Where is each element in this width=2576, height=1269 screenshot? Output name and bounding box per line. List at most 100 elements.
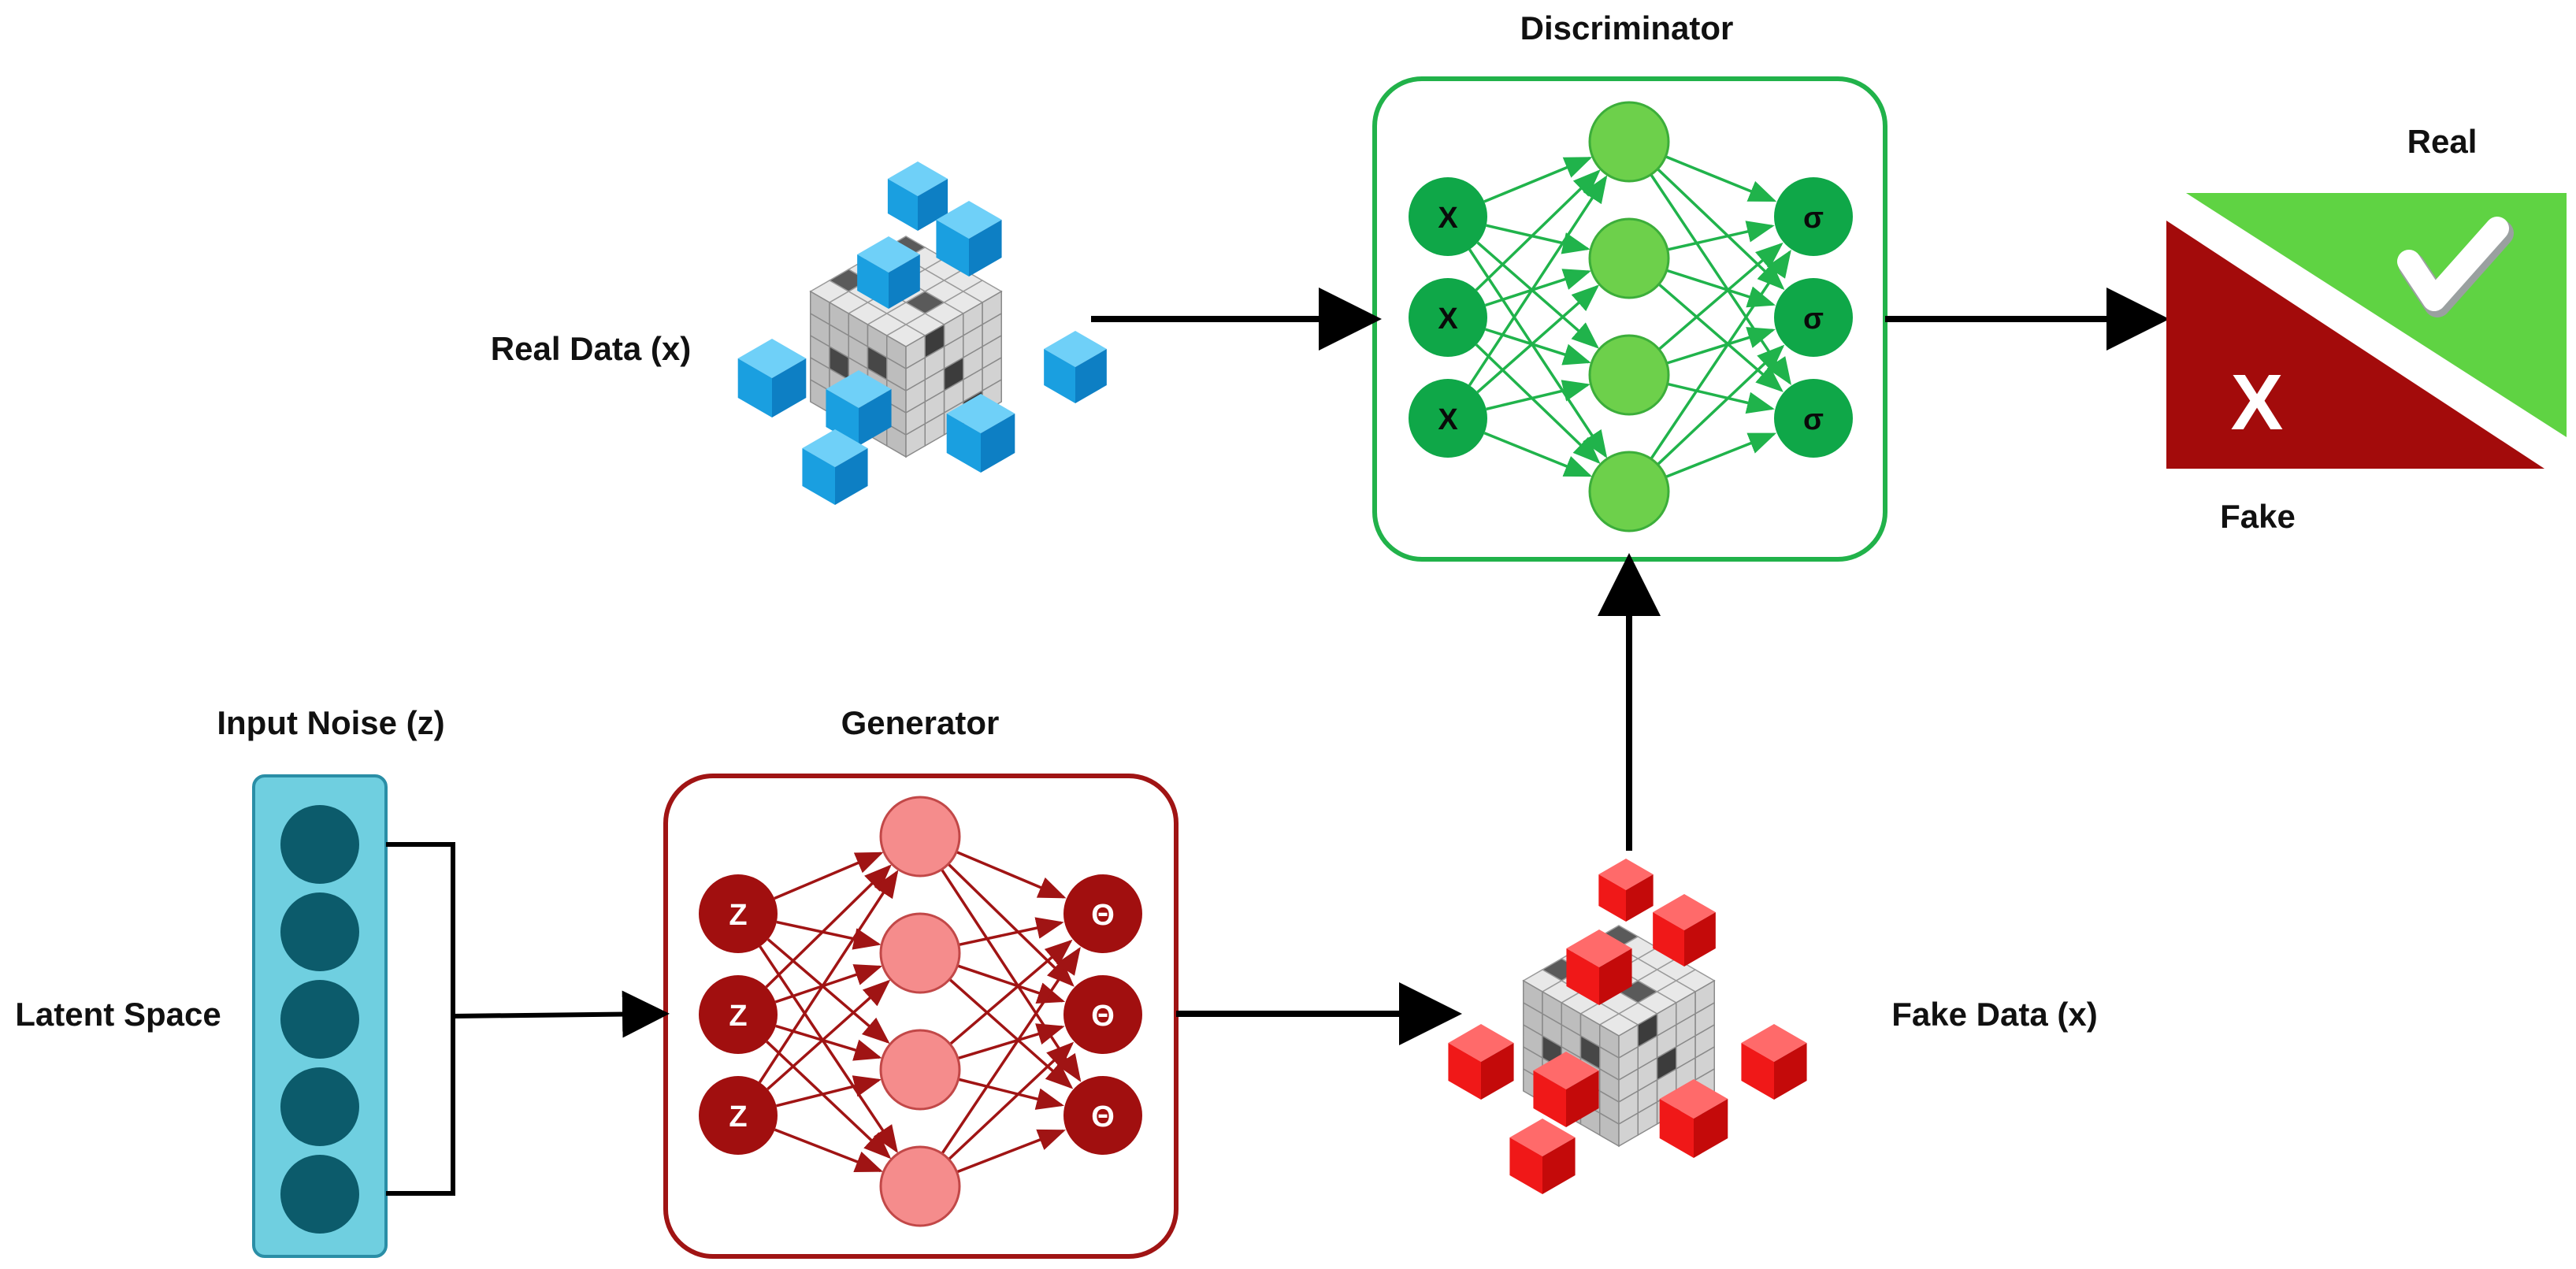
discriminator-output-node-label: σ (1803, 403, 1824, 436)
discriminator-edge (1475, 343, 1601, 465)
discriminator-output-node (1774, 379, 1853, 458)
discriminator-edge (1486, 224, 1591, 254)
generator-hidden-node (879, 796, 961, 878)
loose-cube (1044, 349, 1075, 403)
loose-cube (887, 179, 918, 231)
discriminator-input-node-label: X (1438, 302, 1458, 336)
loose-cube (1684, 912, 1716, 967)
discriminator-edge (1483, 432, 1593, 477)
generator-hidden-node (879, 1145, 961, 1227)
input-noise-label: Input Noise (z) (217, 704, 444, 741)
generator-edge (957, 1023, 1065, 1060)
generator-input-node (699, 1076, 778, 1155)
discriminator-input-node (1409, 379, 1487, 458)
loose-cube (1599, 948, 1632, 1005)
loose-cube (826, 370, 892, 408)
discriminator-edge (1657, 242, 1784, 351)
cube-cell (905, 422, 926, 458)
loose-cube (1542, 1137, 1576, 1194)
latent-space-label: Latent Space (15, 996, 221, 1033)
discriminator-input-node (1409, 278, 1487, 357)
generator-edge (956, 964, 1066, 1004)
generator-output-node (1063, 975, 1142, 1054)
real-data-cube-icon (737, 161, 1107, 505)
discriminator-edge (1484, 269, 1591, 307)
loose-cube (1509, 1137, 1542, 1194)
loose-cube (802, 448, 835, 505)
latent-node (280, 805, 359, 884)
generator-edge (774, 1128, 883, 1173)
loose-cube (857, 254, 889, 309)
generator-edge (948, 939, 1073, 1045)
latent-to-generator-arrow (452, 990, 670, 1038)
discriminator-edge (1657, 283, 1784, 392)
generator-output-node (1063, 1076, 1142, 1155)
generator-edge (766, 938, 890, 1045)
discriminator-output-node-label: σ (1803, 202, 1824, 235)
discriminator-edge (1665, 432, 1777, 479)
discriminator-edge (1475, 169, 1601, 291)
discriminator-edge (1666, 269, 1776, 308)
discriminator-edge (1468, 248, 1608, 458)
generator-input-node-label: Z (729, 899, 747, 932)
loose-cube (826, 389, 859, 446)
discriminator-output-node (1774, 278, 1853, 357)
check-icon (2397, 217, 2514, 317)
loose-cube (1509, 1119, 1576, 1156)
generator-input-node-label: Z (729, 1100, 747, 1134)
generator-edge (956, 1129, 1066, 1174)
loose-cube (1075, 349, 1107, 403)
generator-edge (776, 1075, 882, 1108)
discriminator-edge (1657, 344, 1785, 466)
generator-edge (958, 917, 1064, 947)
loose-cube (1481, 1043, 1514, 1100)
latent-node (280, 980, 359, 1059)
loose-cube (802, 429, 868, 467)
generator-edge (766, 979, 891, 1091)
loose-cube (1448, 1024, 1514, 1062)
generator-output-node-label: Θ (1091, 1100, 1115, 1134)
loose-cube (969, 220, 1002, 276)
loose-cube (1774, 1043, 1807, 1100)
verdict-icon: X (2166, 193, 2567, 469)
discriminator-input-node (1409, 177, 1487, 256)
loose-cube (1533, 1070, 1566, 1127)
generator-edge (941, 946, 1081, 1155)
discriminator-input-node-label: X (1438, 202, 1458, 235)
discriminator-edge (1665, 155, 1777, 202)
loose-cube (1659, 1099, 1694, 1158)
discriminator-edge (1650, 249, 1791, 460)
loose-cube (946, 414, 981, 473)
latent-node (280, 892, 359, 971)
loose-cube (859, 389, 892, 446)
real-data-label: Real Data (x) (491, 330, 691, 367)
loose-cube (1694, 1099, 1728, 1158)
generator-edge (766, 1041, 892, 1160)
discriminator-edge (1667, 221, 1775, 251)
loose-cube (1626, 874, 1654, 922)
discriminator-hidden-node (1588, 334, 1670, 416)
loose-cube (737, 358, 772, 417)
loose-cube (737, 339, 807, 378)
generator-edge (765, 864, 892, 989)
generator-edge (774, 852, 884, 900)
fake-data-label: Fake Data (x) (1891, 996, 2097, 1033)
discriminator-hidden-node (1588, 217, 1670, 299)
loose-cube (1566, 948, 1599, 1005)
discriminator-hidden-node (1588, 451, 1670, 532)
discriminator-edge (1483, 156, 1593, 203)
generator-edge (948, 978, 1074, 1089)
verdict-fake-triangle (2166, 221, 2544, 469)
generator-input-node (699, 874, 778, 953)
generator-output-node (1063, 874, 1142, 953)
discriminator-title: Discriminator (1520, 9, 1734, 46)
latent-vector (252, 774, 388, 1258)
loose-cube (936, 220, 969, 276)
fake-label: Fake (2220, 498, 2296, 535)
discriminator-edge (1666, 327, 1776, 365)
generator-input-node (699, 975, 778, 1054)
generator-hidden-node (879, 912, 961, 994)
discriminator-edge (1468, 175, 1608, 387)
